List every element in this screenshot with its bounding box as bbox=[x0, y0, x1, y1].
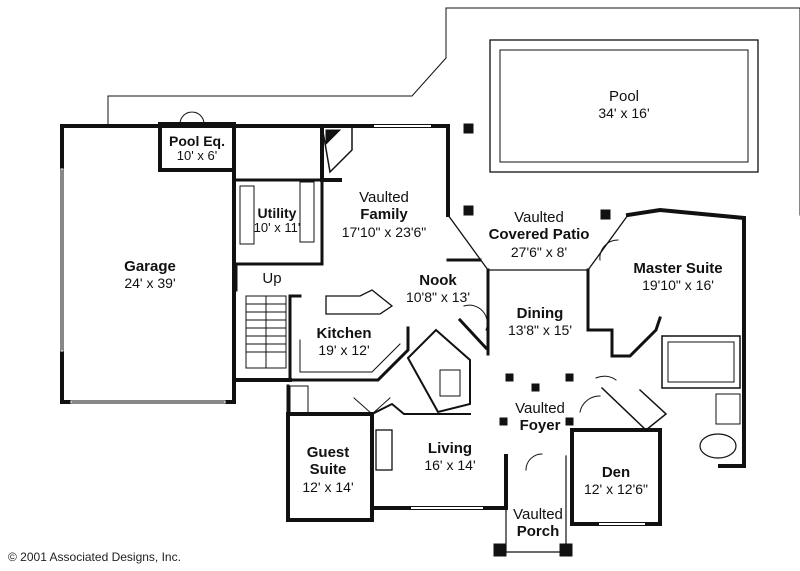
room-label-porch: Vaulted Porch bbox=[513, 506, 563, 541]
room-name: Kitchen bbox=[316, 325, 372, 342]
room-label-pool: Pool 34' x 16' bbox=[598, 88, 649, 121]
room-name: Covered Patio bbox=[488, 226, 590, 244]
guest-suite-walls bbox=[232, 378, 374, 522]
room-dims: 10'8" x 13' bbox=[405, 289, 471, 306]
closet bbox=[661, 335, 741, 389]
room-label-living: Living 16' x 14' bbox=[424, 440, 475, 473]
room-label-garage: Garage 24' x 39' bbox=[124, 258, 176, 291]
room-name: Den bbox=[601, 464, 631, 481]
room-prefix: Vaulted bbox=[513, 506, 563, 523]
room-label-pool-eq: Pool Eq. 10' x 6' bbox=[169, 133, 225, 164]
room-name: Utility bbox=[257, 205, 297, 221]
room-name: Pool bbox=[608, 88, 640, 105]
room-prefix: Vaulted bbox=[514, 209, 564, 226]
room-label-foyer: Vaulted Foyer bbox=[515, 400, 565, 435]
room-name: Nook bbox=[419, 272, 457, 289]
room-label-dining: Dining 13'8" x 15' bbox=[508, 305, 572, 338]
room-name: Master Suite bbox=[633, 260, 723, 277]
room-label-den: Den 12' x 12'6" bbox=[584, 464, 648, 497]
room-dims: 19' x 12' bbox=[318, 342, 370, 359]
room-label-utility: Utility 10' x 11' bbox=[254, 205, 301, 236]
room-dims: 12' x 12'6" bbox=[583, 481, 649, 498]
kitchen-island bbox=[325, 289, 394, 315]
room-name: Family bbox=[360, 206, 408, 224]
room-name-line1: Guest bbox=[306, 444, 350, 461]
pool-deck-outline bbox=[107, 7, 800, 216]
fireplace bbox=[321, 125, 353, 174]
room-dims: 16' x 14' bbox=[424, 457, 476, 474]
room-label-kitchen: Kitchen 19' x 12' bbox=[316, 325, 371, 358]
room-label-family: Vaulted Family 17'10" x 23'6" bbox=[342, 189, 427, 240]
room-dims: 10' x 6' bbox=[176, 148, 218, 164]
room-dims: 27'6" x 8' bbox=[510, 243, 568, 260]
room-dims: 12' x 14' bbox=[302, 478, 354, 495]
pool-inner bbox=[499, 49, 749, 163]
bathtub bbox=[699, 433, 737, 459]
top-wall bbox=[232, 124, 342, 182]
copyright-notice: © 2001 Associated Designs, Inc. bbox=[8, 550, 181, 564]
stair-label-text: Up bbox=[262, 270, 282, 287]
room-dims: 19'10" x 16' bbox=[642, 277, 714, 294]
room-name-line2: Suite bbox=[309, 461, 347, 479]
pool-outer bbox=[489, 39, 759, 173]
pool-eq-walls bbox=[158, 122, 236, 172]
room-name: Foyer bbox=[519, 417, 561, 435]
room-prefix: Vaulted bbox=[359, 189, 409, 206]
room-name: Porch bbox=[516, 523, 560, 541]
stair-label: Up bbox=[262, 270, 281, 287]
porch-outline bbox=[505, 455, 567, 553]
room-label-covered-patio: Vaulted Covered Patio 27'6" x 8' bbox=[489, 209, 590, 260]
room-name: Garage bbox=[124, 258, 176, 275]
stairs bbox=[245, 295, 287, 369]
room-dims: 34' x 16' bbox=[598, 105, 650, 122]
room-dims: 13'8" x 15' bbox=[507, 322, 573, 339]
room-name: Dining bbox=[516, 305, 564, 322]
kitchen-walls bbox=[288, 294, 410, 382]
room-label-nook: Nook 10'8" x 13' bbox=[406, 272, 470, 305]
room-prefix: Vaulted bbox=[515, 400, 565, 417]
room-dims: 10' x 11' bbox=[253, 220, 301, 236]
room-dims: 17'10" x 23'6" bbox=[341, 223, 427, 240]
room-name: Living bbox=[427, 440, 473, 457]
utility-walls bbox=[232, 178, 324, 266]
room-dims: 24' x 39' bbox=[124, 275, 176, 292]
room-label-master-suite: Master Suite 19'10" x 16' bbox=[633, 260, 722, 293]
room-label-guest-suite: Guest Suite 12' x 14' bbox=[302, 444, 353, 495]
nook-dining-walls bbox=[446, 258, 590, 356]
hall-bath bbox=[406, 328, 471, 414]
master-suite-walls bbox=[625, 207, 746, 468]
room-name: Pool Eq. bbox=[169, 133, 225, 149]
